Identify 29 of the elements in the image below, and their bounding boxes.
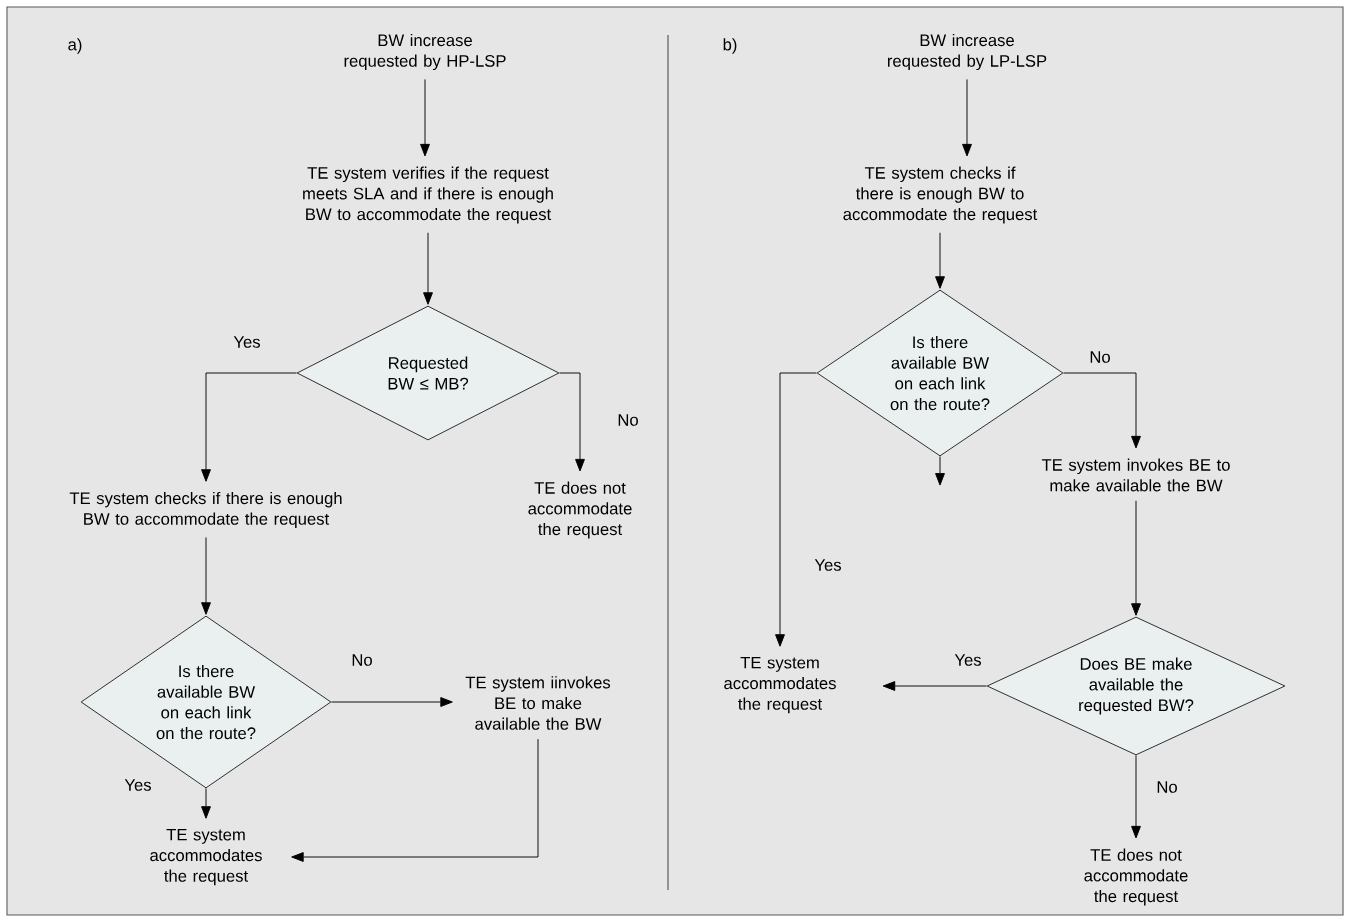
arrow: [775, 372, 818, 647]
step-text: TE system invokes BE to make available the BW: [1041, 458, 1230, 492]
step-text: BW increase requested by LP-LSP: [888, 33, 1047, 71]
arrow: [201, 787, 211, 819]
arrow: [935, 232, 945, 289]
arrow: [201, 372, 298, 482]
arrow: [882, 681, 988, 691]
panel-label: a): [68, 38, 82, 54]
step-text: TE system accommodates the request: [724, 656, 836, 714]
panel-label: b): [723, 38, 737, 54]
arrow: [423, 232, 433, 305]
arrow: [1131, 500, 1141, 616]
step-text: TE does not accommodate the request: [528, 481, 632, 539]
arrow: [1131, 754, 1141, 839]
arrow: [201, 536, 211, 615]
arrow: [330, 697, 453, 707]
step-text: TE system iinvokes BE to make available the BW: [465, 676, 611, 730]
arrow: [935, 455, 945, 486]
arrow: [1062, 372, 1141, 449]
step-text: TE system checks if there is enough BW to accommodate the request: [843, 166, 1038, 224]
step-text: TE system verifies if the request meets SLA and if there is enough BW to accommodate the request: [303, 166, 553, 224]
arrow: [558, 372, 585, 472]
step-text: TE system checks if there is enough BW to accommodate the request: [69, 491, 342, 529]
step-text: TE does not accommodate the request: [1084, 848, 1188, 906]
arrow: [420, 78, 430, 157]
arrow: [291, 738, 539, 862]
step-text: BW increase requested by HP-LSP: [344, 33, 506, 71]
arrow: [962, 78, 972, 157]
step-text: TE system accommodates the request: [150, 828, 262, 886]
